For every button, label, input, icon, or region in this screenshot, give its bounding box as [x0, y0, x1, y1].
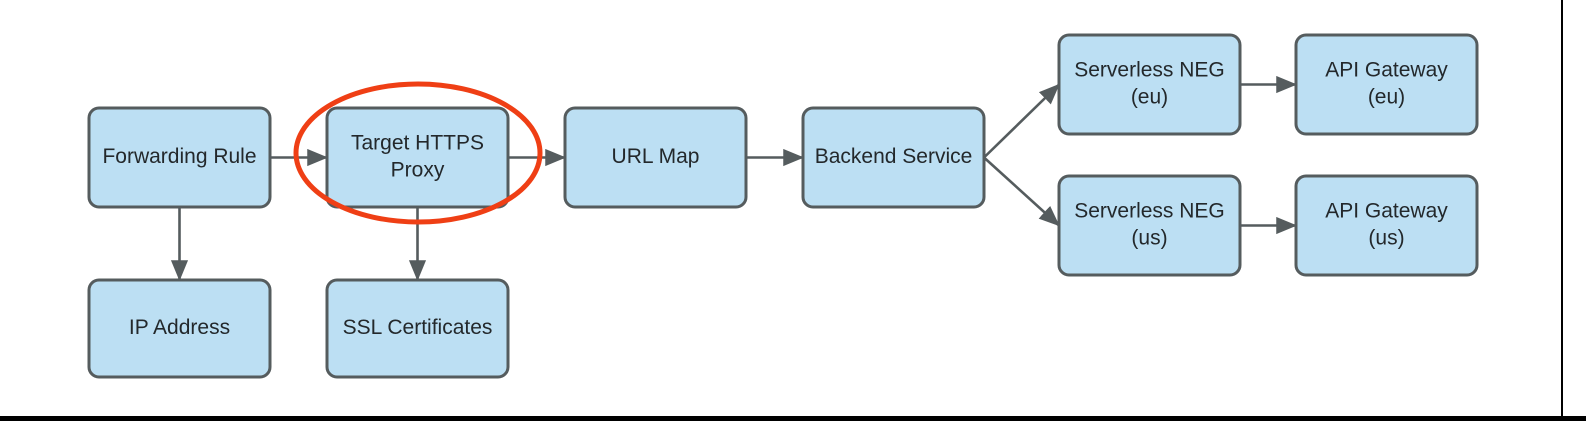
node-api-gateway-us[interactable]: API Gateway(us) — [1294, 174, 1479, 277]
highlight-ellipse-target-https-proxy — [293, 81, 543, 225]
node-box-api-gateway-eu — [1294, 33, 1479, 136]
edges-layer — [170, 75, 1298, 282]
node-api-gateway-eu[interactable]: API Gateway(eu) — [1294, 33, 1479, 136]
node-box-forwarding-rule — [87, 106, 272, 209]
node-box-serverless-neg-eu — [1057, 33, 1242, 136]
node-ip-address[interactable]: IP Address — [87, 278, 272, 379]
node-url-map[interactable]: URL Map — [563, 106, 748, 209]
node-serverless-neg-eu[interactable]: Serverless NEG(eu) — [1057, 33, 1242, 136]
edge-backend-service-to-serverless-neg-eu — [983, 83, 1060, 159]
node-serverless-neg-us[interactable]: Serverless NEG(us) — [1057, 174, 1242, 277]
edge-backend-service-to-serverless-neg-us — [983, 156, 1060, 227]
annotation-layer — [293, 81, 543, 225]
node-box-url-map — [563, 106, 748, 209]
node-box-serverless-neg-us — [1057, 174, 1242, 277]
node-box-target-https-proxy — [325, 106, 510, 209]
node-backend-service[interactable]: Backend Service — [801, 106, 986, 209]
node-box-ip-address — [87, 278, 272, 379]
node-box-api-gateway-us — [1294, 174, 1479, 277]
node-box-ssl-certificates — [325, 278, 510, 379]
node-forwarding-rule[interactable]: Forwarding Rule — [87, 106, 272, 209]
node-box-backend-service — [801, 106, 986, 209]
node-ssl-certificates[interactable]: SSL Certificates — [325, 278, 510, 379]
